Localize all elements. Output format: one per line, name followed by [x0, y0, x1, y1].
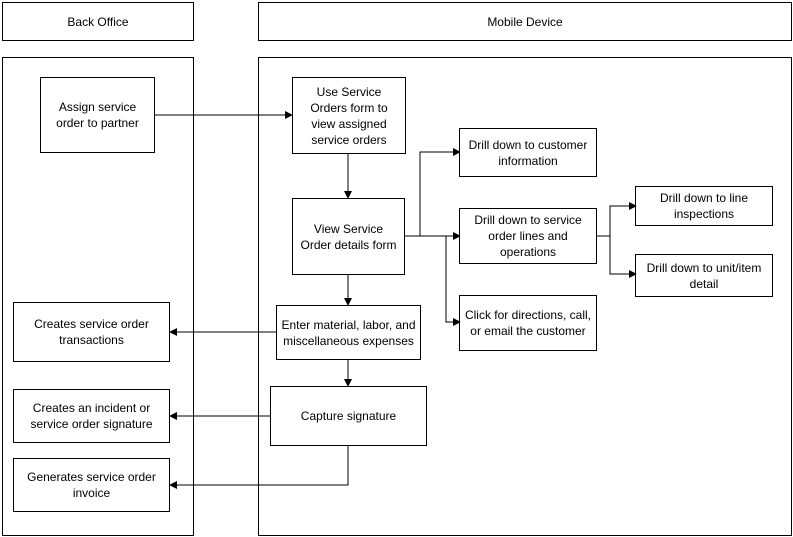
assign-service-order-label: Assign service order to partner: [56, 100, 139, 130]
creates-incident-box: Creates an incident or service order sig…: [13, 389, 170, 443]
enter-material-label: Enter material, labor, and miscellaneous…: [281, 317, 416, 348]
mobile-device-lane: [258, 57, 792, 536]
capture-signature-label: Capture signature: [300, 409, 397, 423]
drill-customer-box: Drill down to customer information: [459, 128, 597, 177]
view-details-form-label: View Service Order details form: [300, 221, 397, 252]
back-office-lane: [2, 57, 194, 536]
back-office-header: Back Office: [2, 2, 194, 41]
mobile-device-header: Mobile Device: [258, 2, 792, 41]
creates-transactions-label: Creates service order transactions: [34, 317, 149, 347]
capture-signature-box: Capture signature: [270, 386, 427, 446]
enter-material-box: Enter material, labor, and miscellaneous…: [276, 305, 421, 360]
assign-service-order-box: Assign service order to partner: [40, 77, 155, 153]
creates-transactions-box: Creates service order transactions: [13, 302, 170, 362]
drill-customer-label: Drill down to customer information: [468, 137, 588, 168]
back-office-header-label: Back Office: [67, 14, 129, 29]
click-directions-box: Click for directions, call, or email the…: [459, 295, 597, 351]
drill-inspections-label: Drill down to line inspections: [659, 191, 749, 221]
drill-unit-label: Drill down to unit/item detail: [646, 260, 762, 291]
drill-unit-box: Drill down to unit/item detail: [635, 254, 773, 297]
use-service-orders-form-box: Use Service Orders form to view assigned…: [292, 77, 406, 154]
generates-invoice-box: Generates service order invoice: [13, 458, 170, 512]
drill-lines-label: Drill down to service order lines and op…: [474, 213, 582, 259]
click-directions-label: Click for directions, call, or email the…: [464, 308, 592, 338]
generates-invoice-label: Generates service order invoice: [27, 470, 156, 500]
drill-inspections-box: Drill down to line inspections: [635, 186, 773, 226]
drill-lines-box: Drill down to service order lines and op…: [459, 208, 597, 264]
view-details-form-box: View Service Order details form: [292, 198, 405, 275]
creates-incident-label: Creates an incident or service order sig…: [30, 401, 153, 431]
use-service-orders-form-label: Use Service Orders form to view assigned…: [310, 84, 388, 147]
mobile-device-header-label: Mobile Device: [487, 14, 563, 29]
